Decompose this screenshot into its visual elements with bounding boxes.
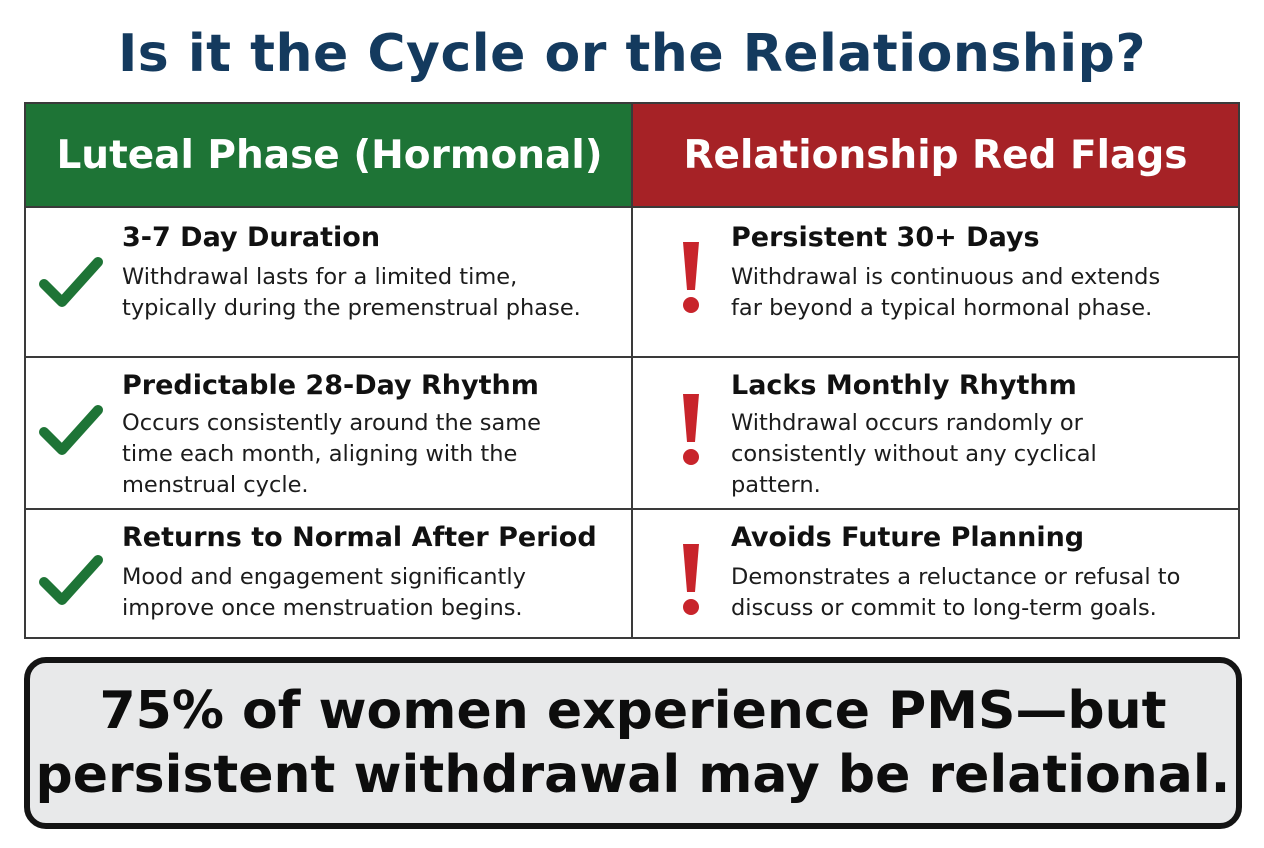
- cell-body: Demonstrates a reluctance or refusal to …: [731, 564, 1181, 621]
- table-cell-right: Lacks Monthly Rhythm Withdrawal occurs r…: [633, 358, 1238, 508]
- cell-title: 3-7 Day Duration: [122, 222, 381, 253]
- exclamation-icon: [683, 394, 699, 465]
- table-cell-left: Returns to Normal After Period Mood and …: [26, 510, 631, 637]
- callout-box: 75% of women experience PMS—but persiste…: [24, 657, 1242, 829]
- exclamation-icon: [683, 544, 699, 615]
- row-divider: [26, 356, 1238, 358]
- cell-body: Withdrawal occurs randomly or consistent…: [731, 410, 1097, 498]
- cell-title: Persistent 30+ Days: [731, 222, 1040, 253]
- column-header-luteal: Luteal Phase (Hormonal): [26, 104, 633, 206]
- cell-body: Occurs consistently around the same time…: [122, 410, 542, 498]
- table-cell-right: Persistent 30+ Days Withdrawal is contin…: [633, 208, 1238, 356]
- cell-body: Mood and engagement significantly improv…: [122, 564, 526, 621]
- row-divider: [26, 206, 1238, 208]
- cell-body: Withdrawal is continuous and extends far…: [731, 264, 1161, 321]
- cell-title: Avoids Future Planning: [731, 522, 1085, 553]
- cell-title: Predictable 28-Day Rhythm: [122, 370, 539, 401]
- row-divider: [26, 508, 1238, 510]
- cell-title: Returns to Normal After Period: [122, 522, 597, 553]
- callout-text: 75% of women experience PMS—but persiste…: [35, 681, 1231, 805]
- checkmark-icon: [39, 555, 103, 605]
- page-title: Is it the Cycle or the Relationship?: [117, 24, 1147, 84]
- table-cell-left: Predictable 28-Day Rhythm Occurs consist…: [26, 358, 631, 508]
- comparison-table: Luteal Phase (Hormonal) Relationship Red…: [24, 102, 1240, 639]
- column-header-red-flags: Relationship Red Flags: [633, 104, 1238, 206]
- checkmark-icon: [39, 405, 103, 455]
- cell-title: Lacks Monthly Rhythm: [731, 370, 1077, 401]
- column-divider: [631, 104, 633, 637]
- table-cell-right: Avoids Future Planning Demonstrates a re…: [633, 510, 1238, 637]
- checkmark-icon: [39, 257, 103, 307]
- cell-body: Withdrawal lasts for a limited time, typ…: [122, 264, 581, 321]
- exclamation-icon: [683, 242, 699, 313]
- table-cell-left: 3-7 Day Duration Withdrawal lasts for a …: [26, 208, 631, 356]
